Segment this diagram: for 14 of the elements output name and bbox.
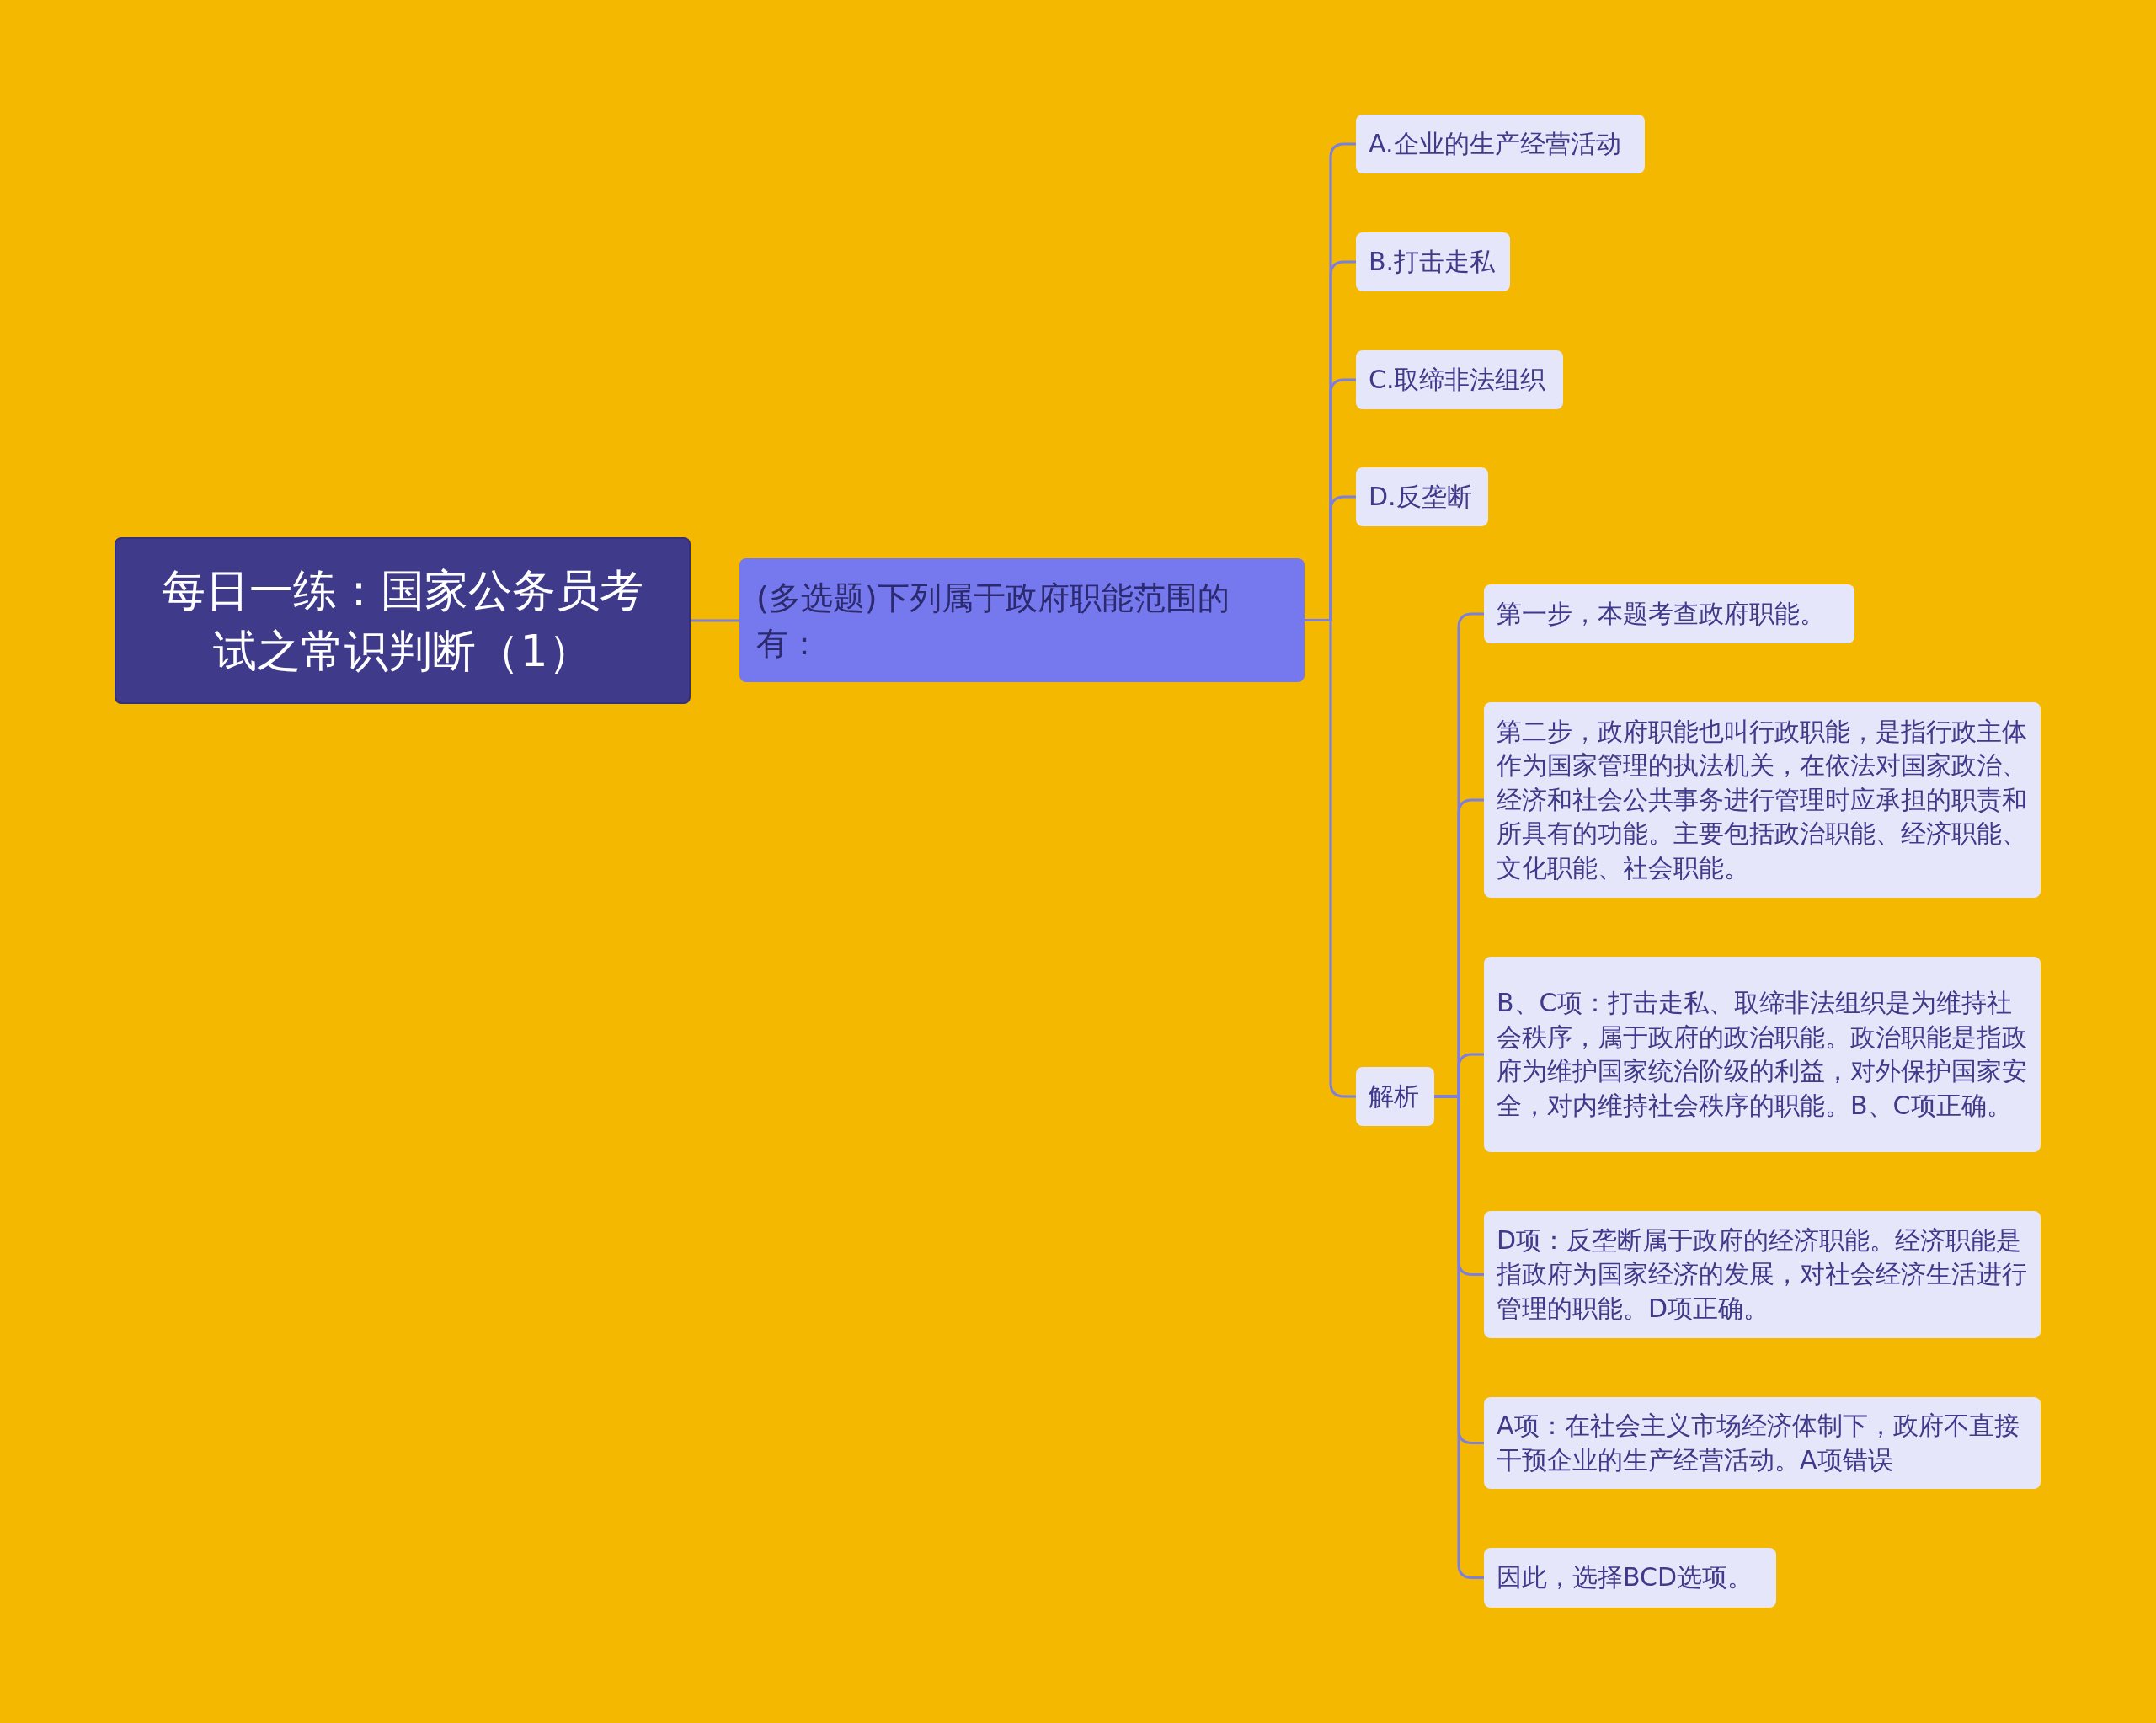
connector-line [691, 619, 739, 622]
explanation-box: B、C项：打击走私、取缔非法组织是为维持社会秩序，属于政府的政治职能。政治职能是指政府为维护国家统治阶级的利益，对外保护国家安全，对内维持社会秩序的职能。B、C项正确。 [1484, 957, 2041, 1152]
option-box: D.反垄断 [1356, 467, 1488, 526]
option-box: C.取缔非法组织 [1356, 350, 1563, 409]
explanation-box: D项：反垄断属于政府的经济职能。经济职能是指政府为国家经济的发展，对社会经济生活进行管理的职能。D项正确。 [1484, 1211, 2041, 1338]
question-box: (多选题)下列属于政府职能范围的有： [739, 558, 1305, 682]
explanation-box: 第二步，政府职能也叫行政职能，是指行政主体作为国家管理的执法机关，在依法对国家政治、经济和社会公共事务进行管理时应承担的职责和所具有的功能。主要包括政治职能、经济职能、文化职能、社会职能。 [1484, 702, 2041, 898]
explanation-box: A项：在社会主义市场经济体制下，政府不直接干预企业的生产经营活动。A项错误 [1484, 1397, 2041, 1489]
option-box: A.企业的生产经营活动 [1356, 115, 1645, 173]
analysis-box: 解析 [1356, 1067, 1434, 1126]
option-box: B.打击走私 [1356, 232, 1510, 291]
explanation-box: 第一步，本题考查政府职能。 [1484, 584, 1854, 643]
explanation-box: 因此，选择BCD选项。 [1484, 1548, 1776, 1608]
topic-box: 每日一练：国家公务员考试之常识判断（1） [115, 537, 691, 704]
